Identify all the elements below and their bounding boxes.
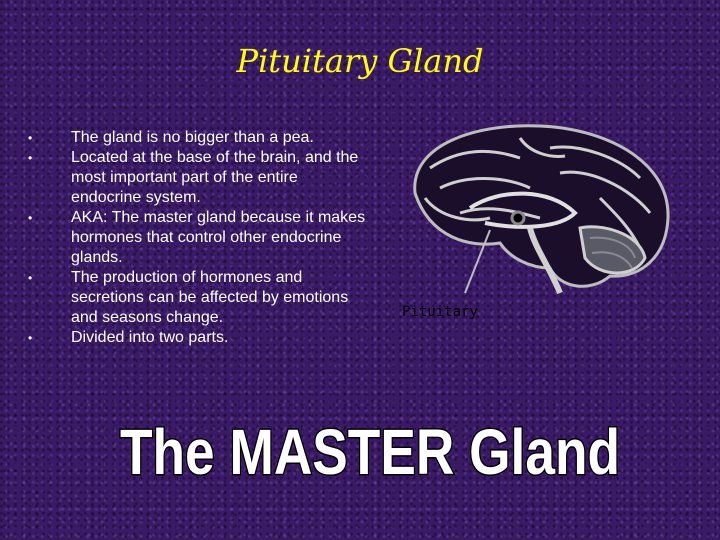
banner-text: The MASTER Gland [120, 416, 620, 488]
bullet-item: • The production of hormones and secreti… [28, 268, 368, 328]
bullet-item: • Divided into two parts. [28, 328, 368, 348]
bullet-marker: • [28, 131, 33, 145]
bullet-text: AKA: The master gland because it makes h… [71, 209, 366, 266]
pituitary-label: Pituitary [402, 304, 478, 320]
bullet-marker: • [28, 211, 33, 225]
bullet-text: Divided into two parts. [71, 329, 229, 346]
bullet-marker: • [28, 331, 33, 345]
bullet-marker: • [28, 271, 33, 285]
bullet-item: • AKA: The master gland because it makes… [28, 208, 368, 268]
brain-illustration [413, 124, 670, 295]
bullet-list: • The gland is no bigger than a pea. • L… [28, 128, 368, 348]
bullet-item: • The gland is no bigger than a pea. [28, 128, 368, 148]
master-gland-banner: The MASTER Gland [119, 415, 622, 490]
slide-title: Pituitary Gland [236, 42, 484, 80]
bullet-text: The gland is no bigger than a pea. [71, 129, 314, 146]
bullet-text: The production of hormones and secretion… [71, 269, 349, 326]
bullet-text: Located at the base of the brain, and th… [71, 149, 359, 206]
bullet-item: • Located at the base of the brain, and … [28, 148, 368, 208]
bullet-marker: • [28, 151, 33, 165]
